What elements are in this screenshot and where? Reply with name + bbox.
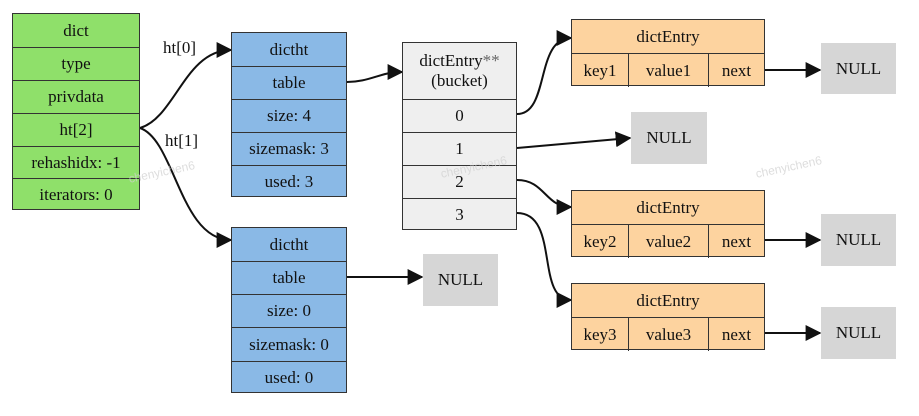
dict-entry-3-key: key3: [583, 324, 617, 344]
dict-entry-1-value: value1: [628, 54, 708, 87]
dict-struct: dict type privdata ht[2] rehashidx: -1 i…: [12, 13, 140, 210]
arrow-bucket2: [516, 179, 573, 215]
arrow-ht0: [139, 42, 233, 129]
dict-entry-2-title: dictEntry: [636, 197, 700, 217]
dict-entry-2: dictEntry key2 value2 next: [571, 190, 765, 258]
dict-entry-2-next: next: [708, 225, 764, 258]
dict-entry-2-key: key2: [583, 231, 617, 251]
bucket-index-2: 2: [403, 165, 516, 198]
edge-label-ht0: ht[0]: [163, 38, 197, 57]
dict-entry-3-value: value3: [628, 318, 708, 351]
null-table-1: NULL: [423, 254, 498, 306]
arrow-bucket0: [516, 30, 573, 115]
dict-field-type: type: [13, 47, 139, 80]
dict-entry-1-title: dictEntry: [636, 26, 700, 46]
bucket-title: dictEntry** (bucket): [403, 43, 516, 99]
dict-entry-3: dictEntry key3 value3 next: [571, 283, 765, 351]
dictht-0-table: table: [232, 66, 346, 99]
arrow-ht1: [139, 127, 233, 248]
dictht-1-size: size: 0: [232, 294, 346, 327]
null-entry-1: NULL: [821, 43, 896, 94]
dict-entry-2-value: value2: [628, 225, 708, 258]
dict-field-privdata: privdata: [13, 80, 139, 113]
bucket-title-main: dictEntry: [419, 51, 483, 70]
dict-title: dict: [63, 20, 89, 40]
dictht-1: dictht table size: 0 sizemask: 0 used: 0: [231, 227, 347, 393]
dictht-1-table: table: [232, 261, 346, 294]
dictht-0-used: used: 3: [232, 165, 346, 197]
dict-entry-1-next: next: [708, 54, 764, 87]
dict-field-ht: ht[2]: [13, 113, 139, 146]
bucket-array: dictEntry** (bucket) 0 1 2 3: [402, 42, 517, 230]
dictht-1-title: dictht: [269, 234, 309, 254]
dict-entry-1: dictEntry key1 value1 next: [571, 19, 765, 87]
dict-entry-3-title: dictEntry: [636, 290, 700, 310]
dictht-0-sizemask: sizemask: 3: [232, 132, 346, 165]
bucket-title-sub: (bucket): [431, 71, 488, 90]
dict-field-iterators: iterators: 0: [13, 178, 139, 210]
dict-field-rehashidx: rehashidx: -1: [13, 146, 139, 178]
dictht-1-used: used: 0: [232, 361, 346, 393]
dictht-0-title: dictht: [269, 39, 309, 59]
dictht-1-sizemask: sizemask: 0: [232, 327, 346, 361]
arrow-bucket3: [516, 212, 573, 308]
dict-entry-3-next: next: [708, 318, 764, 351]
arrow-table0: [346, 64, 404, 83]
edge-label-ht1: ht[1]: [165, 131, 199, 150]
null-entry-2: NULL: [821, 214, 896, 266]
bucket-index-1: 1: [403, 132, 516, 165]
dict-entry-1-key: key1: [583, 60, 617, 80]
null-bucket-1: NULL: [631, 112, 707, 164]
arrow-bucket1: [516, 131, 632, 149]
dictht-0: dictht table size: 4 sizemask: 3 used: 3: [231, 32, 347, 197]
dictht-0-size: size: 4: [232, 99, 346, 132]
null-entry-3: NULL: [821, 307, 896, 359]
bucket-index-0: 0: [403, 99, 516, 132]
bucket-title-stars: **: [482, 51, 500, 70]
bucket-index-3: 3: [403, 198, 516, 230]
